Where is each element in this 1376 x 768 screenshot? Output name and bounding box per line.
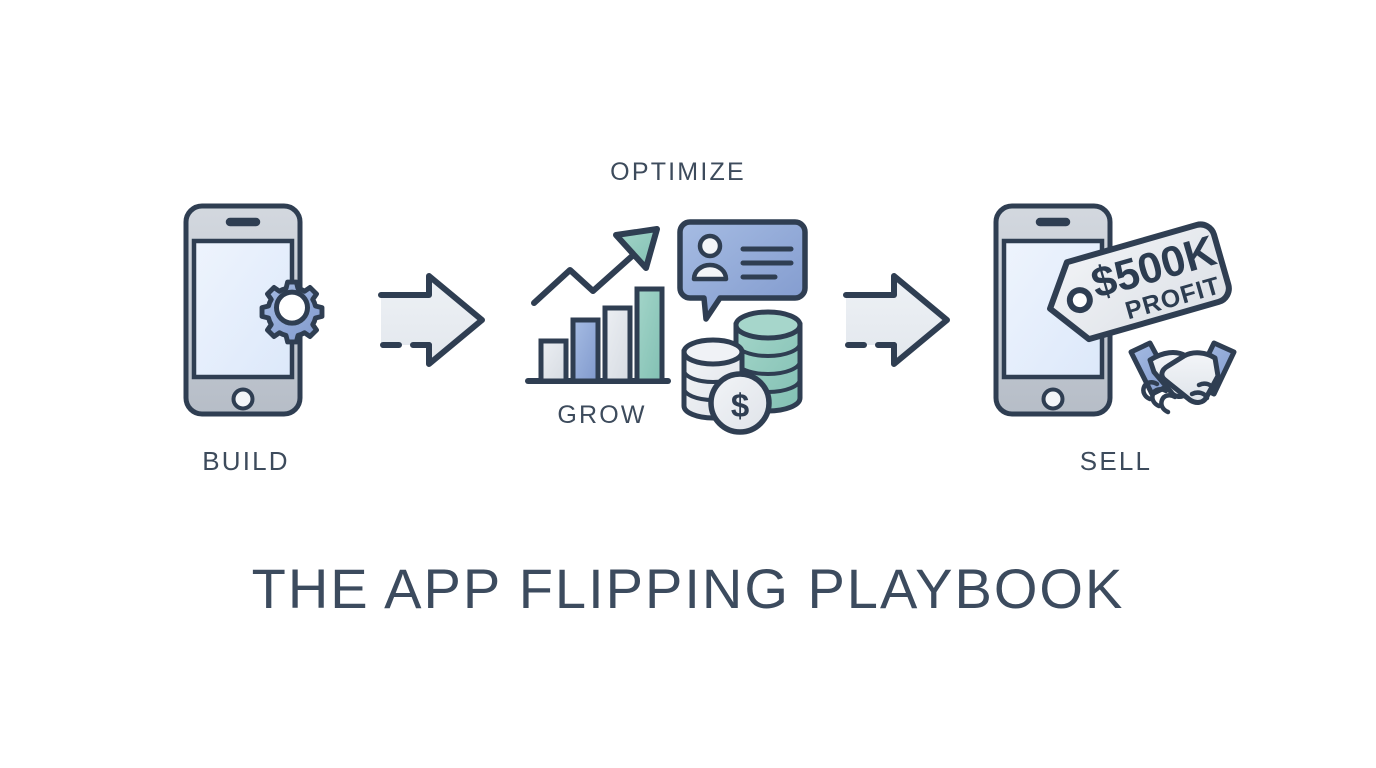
step-label-optimize: OPTIMIZE [610,158,746,186]
handshake-finger-l2 [1150,387,1169,409]
gear-icon [259,279,325,345]
bar-chart-growth-icon [525,226,671,384]
arrow-1-outline [378,273,485,367]
arrow-right-icon[interactable] [843,273,950,367]
coin-stack-gray-top [681,337,745,367]
handshake-finger-l1 [1141,380,1160,402]
smartphone-gear-icon [183,203,325,417]
chart-bar-1 [538,338,569,384]
chart-bar-2 [570,317,601,384]
chat-user-body-icon [691,262,729,282]
coin-stack-icon: $ [681,309,803,435]
page-title: THE APP FLIPPING PLAYBOOK [251,557,1125,620]
price-tag-hole [1066,287,1093,314]
phone-speaker [225,217,261,227]
price-tag-shape [1047,221,1232,343]
chart-trendline [531,246,643,306]
smartphone-pricetag-handshake-icon: $500K PROFIT [993,203,1237,417]
chart-bar-3 [602,305,633,384]
chart-bar-4 [634,286,665,384]
chart-trend-arrowhead [613,226,660,271]
phone-home-button-sell [1041,387,1065,411]
arrow-right-icon[interactable] [378,273,485,367]
step-label-build: BUILD [202,446,290,476]
chat-user-head-icon [697,233,723,259]
phone-home-button [231,387,255,411]
handshake-finger-r1 [1196,381,1216,392]
handshake-right-hand [1159,350,1221,405]
handshake-finger-l3 [1159,393,1178,415]
phone-speaker-sell [1035,217,1071,227]
dollar-coin [708,371,772,435]
step-label-grow: GROW [557,401,647,429]
handshake-finger-r2 [1189,390,1210,401]
gear-hole [274,289,310,326]
dollar-symbol: $ [731,387,749,424]
step-label-sell: SELL [1079,446,1153,476]
coin-stack-teal-top [733,309,803,341]
chat-bubble-user-icon [677,219,808,322]
arrow-2-outline [843,273,950,367]
handshake-icon [1128,340,1237,415]
